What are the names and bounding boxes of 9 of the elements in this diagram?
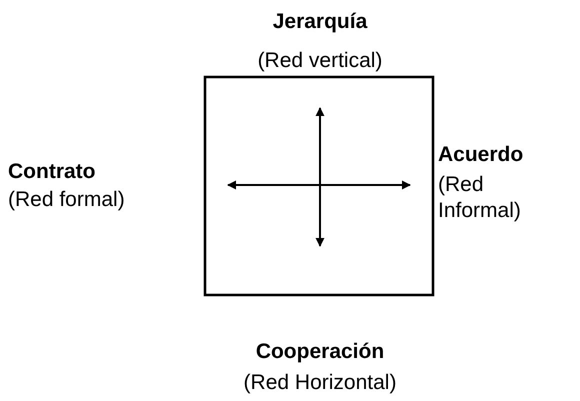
heading: Cooperación: [256, 340, 384, 363]
subtitle: (Red formal): [8, 188, 125, 211]
subtitle: (Red Horizontal): [244, 371, 396, 394]
heading: Contrato: [8, 160, 96, 183]
frame-box: [204, 76, 434, 296]
subtitle: (Red Informal): [438, 173, 521, 222]
subtitle: (Red vertical): [258, 49, 382, 72]
heading: Acuerdo: [438, 143, 524, 166]
heading: Jerarquía: [272, 10, 368, 33]
